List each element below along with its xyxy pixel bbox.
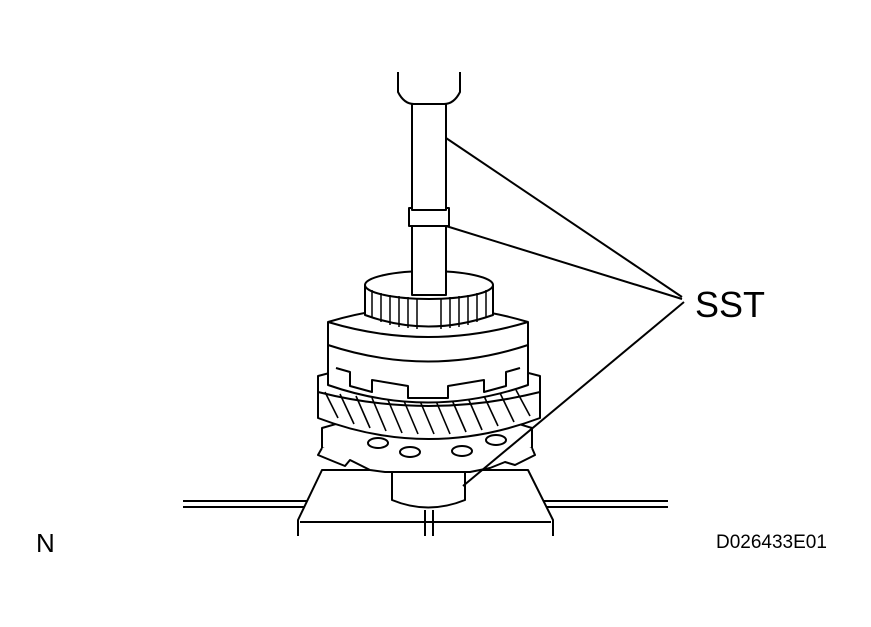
corner-label: N: [36, 528, 55, 558]
sst-callout-label: SST: [695, 284, 765, 325]
sst-lower-hub: [391, 469, 466, 509]
carrier-drum: [327, 306, 529, 404]
figure-code: D026433E01: [716, 532, 827, 553]
sst-press-shaft: [397, 72, 461, 296]
sst-leader-lines: [445, 137, 685, 487]
clutch-hub-splines: [364, 270, 494, 329]
